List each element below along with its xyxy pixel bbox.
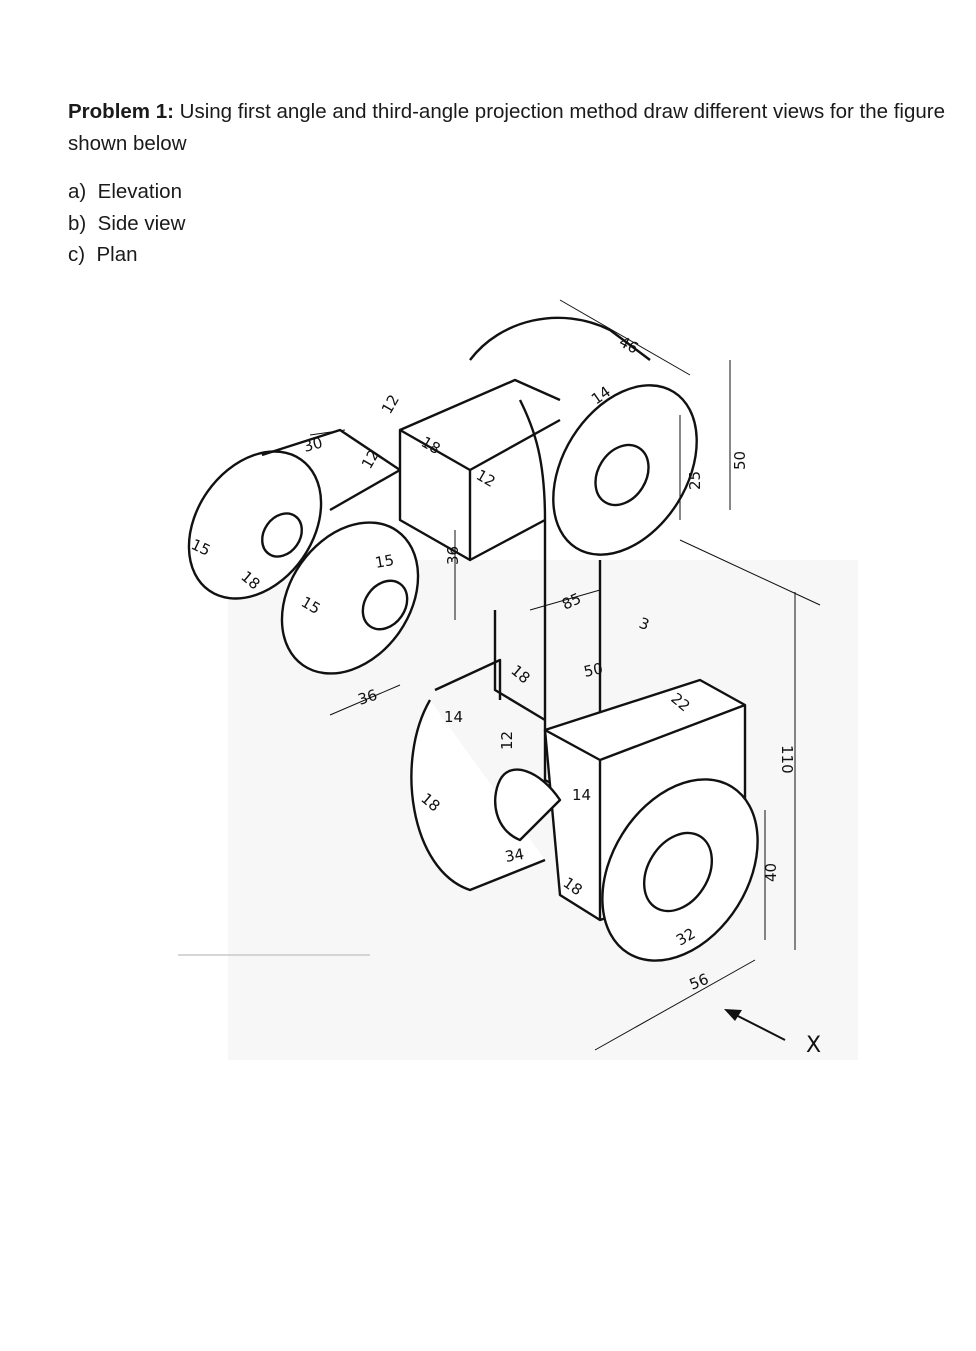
dimension-label: 14 [444, 708, 463, 726]
fork-left-hole [261, 512, 303, 558]
problem-label: Problem 1: [68, 100, 174, 123]
column-step [493, 610, 546, 722]
list-item: c) Plan [68, 239, 185, 271]
arm-top [399, 378, 561, 432]
lower-left-slot [493, 768, 562, 842]
dimension-label: 34 [504, 845, 526, 866]
dimension-label: 30 [301, 434, 324, 456]
list-marker: c) [68, 243, 86, 266]
isometric-figure: X 46 14 25 50 12 18 12 12 30 15 18 15 15… [178, 299, 858, 1060]
list-marker: a) [68, 180, 87, 203]
dimension-label: 110 [778, 745, 796, 774]
fork-left-face [187, 450, 323, 600]
list-item: b) Side view [68, 208, 185, 240]
column [518, 399, 602, 812]
list-text: Plan [96, 243, 138, 266]
dimension-label: 50 [582, 659, 604, 681]
list-marker: b) [68, 211, 87, 235]
dimension-label: 12 [498, 731, 516, 750]
dimension-lines [309, 299, 821, 1051]
problem-statement: Problem 1: Using first angle and third-a… [68, 96, 968, 160]
lower-left-boss [410, 699, 546, 892]
dimension-label: 40 [762, 863, 780, 882]
dimension-label: 50 [731, 451, 749, 470]
direction-label: X [806, 1033, 821, 1058]
dimension-label: 56 [687, 970, 711, 994]
dimension-label: 36 [356, 686, 380, 709]
dimension-label: 12 [378, 391, 403, 417]
fork-right-hole [361, 579, 409, 631]
list-item: a) Elevation [68, 176, 185, 208]
top-boss-back [469, 316, 651, 361]
dimension-label: 36 [444, 546, 462, 565]
arm-edges [469, 418, 561, 562]
lower-left-top [434, 658, 502, 700]
dimension-label: 12 [473, 466, 499, 491]
dimension-label: 15 [374, 551, 396, 572]
fork-connect [261, 428, 401, 512]
lower-block-edges [544, 703, 746, 920]
fork-right-face [280, 521, 420, 675]
list-text: Side view [97, 211, 186, 235]
lower-boss-hole [642, 831, 714, 913]
problem-text: Using first angle and third-angle projec… [68, 100, 946, 155]
direction-indicator: X [724, 1009, 821, 1058]
dimension-label: 12 [358, 446, 383, 472]
list-text: Elevation [97, 180, 182, 203]
dimension-label: 25 [686, 471, 704, 490]
dimension-label: 14 [572, 786, 591, 804]
view-list: a) Elevation b) Side view c) Plan [68, 176, 185, 271]
part-outline [187, 316, 759, 962]
top-boss-hole [594, 443, 650, 507]
